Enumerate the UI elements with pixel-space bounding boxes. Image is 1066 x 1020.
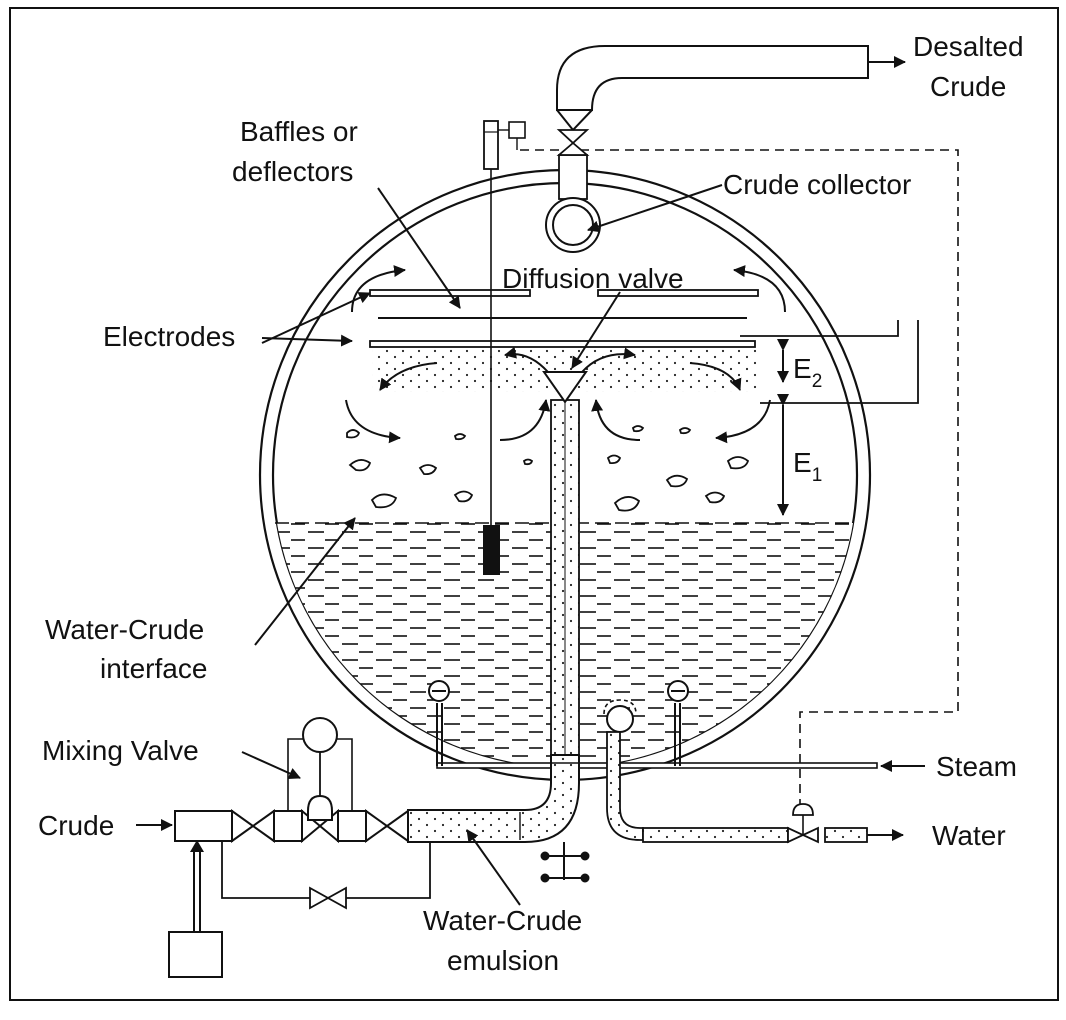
emulsion-line (407, 754, 580, 843)
label-water: Water (932, 820, 1006, 851)
label-desalted: Desalted (913, 31, 1024, 62)
pressure-controller (302, 717, 338, 753)
lower-electrode-right (597, 289, 759, 297)
label-steam: Steam (936, 751, 1017, 782)
label-baffles: Baffles or (240, 116, 358, 147)
mixer-box (174, 810, 233, 842)
mixing-valve-actuator (307, 794, 333, 821)
flow-arrows (345, 265, 786, 444)
level-instrument (483, 120, 526, 575)
label-crude-collector: Crude collector (723, 169, 911, 200)
label-leaders (241, 184, 723, 906)
water-drawoff (603, 699, 868, 844)
bottom-drain (540, 842, 590, 883)
feed-train (136, 717, 431, 978)
label-mixing-valve: Mixing Valve (42, 735, 199, 766)
label-electrodes: Electrodes (103, 321, 235, 352)
label-interface-line2: interface (100, 653, 207, 684)
label-emulsion-line1: Water-Crude (423, 905, 582, 936)
desalted-crude-outlet-pipe (556, 45, 869, 111)
label-desalted-crude: Crude (930, 71, 1006, 102)
water-droplets (346, 425, 750, 512)
electrode-lead-upper (740, 320, 899, 337)
label-emulsion-line2: emulsion (447, 945, 559, 976)
e2-label: E2 (793, 353, 822, 392)
diffusion-valve (542, 371, 588, 404)
steam-coil (428, 680, 878, 769)
label-deflectors: deflectors (232, 156, 353, 187)
label-interface-line1: Water-Crude (45, 614, 204, 645)
figure-frame (9, 7, 1059, 1001)
label-crude-in: Crude (38, 810, 114, 841)
upper-electrode (369, 340, 756, 348)
level-float (483, 525, 500, 575)
control-signal-line (520, 149, 959, 805)
wash-water-tank (168, 931, 223, 978)
emulsion-feed-pipe (550, 399, 580, 771)
crude-collector (545, 129, 601, 253)
e1-label: E1 (793, 447, 822, 486)
label-diffusion-valve: Diffusion valve (502, 263, 684, 294)
electrode-lead-lower (760, 320, 919, 404)
